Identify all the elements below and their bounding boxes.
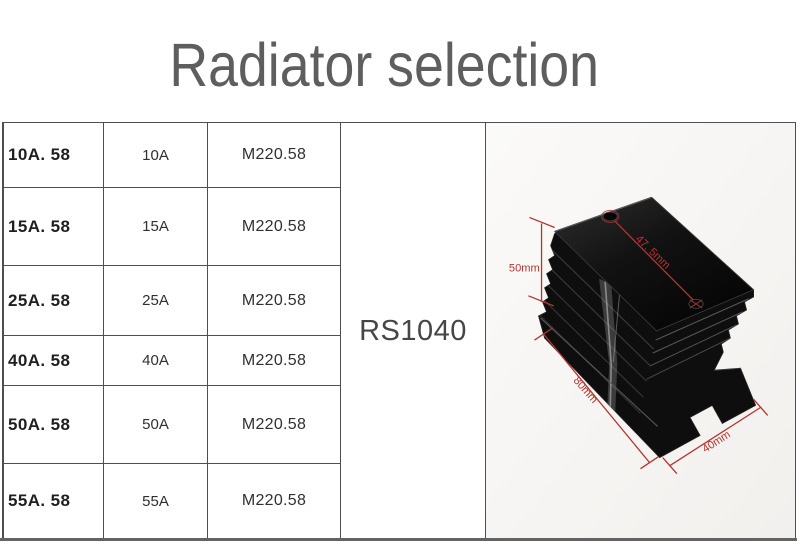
table-cell-current: 15A <box>104 188 208 266</box>
table-cell-model: 40A. 58 <box>4 336 104 386</box>
table-cell-model: 55A. 58 <box>4 464 104 539</box>
radiator-model-cell: RS1040 <box>341 123 486 539</box>
table-cell-current: 40A <box>104 336 208 386</box>
table-cell-current: 50A <box>104 386 208 464</box>
plate-edge-highlight <box>554 196 652 233</box>
table-cell-part: M220.58 <box>208 464 341 539</box>
screw-hole-top <box>601 209 620 223</box>
dimension-lines <box>528 216 769 475</box>
table-cell-model: 50A. 58 <box>4 386 104 464</box>
screw-hole-bottom <box>688 298 704 309</box>
table-cell-current: 10A <box>104 123 208 188</box>
table-cell-model: 15A. 58 <box>4 188 104 266</box>
table-cell-model: 25A. 58 <box>4 266 104 336</box>
radiator-spec-table: RS1040 <box>2 122 796 540</box>
page-title: Radiator selection <box>169 31 600 99</box>
table-bottom-rule <box>0 538 797 541</box>
table-cell-model: 10A. 58 <box>4 123 104 188</box>
table-cell-part: M220.58 <box>208 266 341 336</box>
dim-label-height: 50mm <box>509 263 540 275</box>
table-cell-part: M220.58 <box>208 386 341 464</box>
table-cell-part: M220.58 <box>208 188 341 266</box>
table-cell-current: 25A <box>104 266 208 336</box>
heatsink-photo: 50mm 47. 5mm 80mm 40mm <box>486 123 795 539</box>
table-cell-current: 55A <box>104 464 208 539</box>
table-cell-part: M220.58 <box>208 336 341 386</box>
radiator-photo-cell: 50mm 47. 5mm 80mm 40mm <box>486 123 795 539</box>
table-cell-part: M220.58 <box>208 123 341 188</box>
